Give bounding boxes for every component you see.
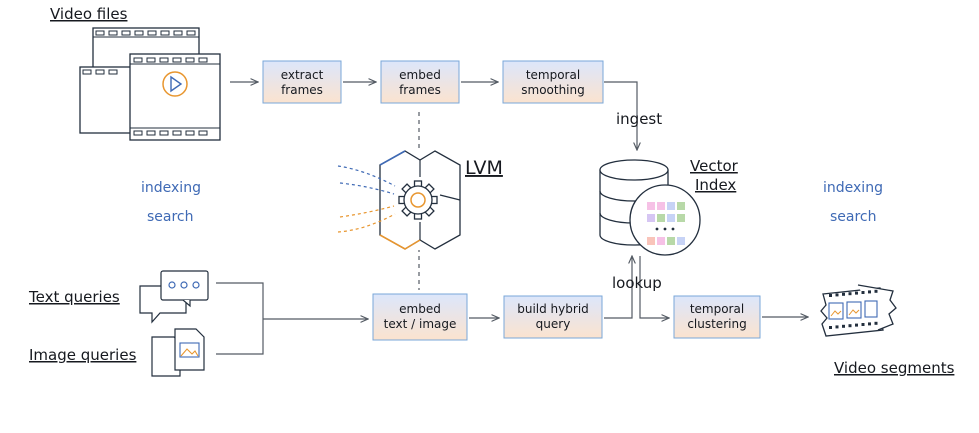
label-vector-index-line1: Vector xyxy=(690,157,739,175)
label-indexing-left: indexing xyxy=(141,180,201,196)
box-embed-frames-line1: embed xyxy=(399,68,441,82)
hexagon-gear-icon xyxy=(379,150,461,250)
box-extract-frames: extract frames xyxy=(262,60,342,104)
box-embed-text-image-line1: embed xyxy=(399,302,441,316)
box-build-hybrid-query-line1: build hybrid xyxy=(517,302,589,316)
box-extract-frames-line2: frames xyxy=(281,83,323,97)
label-video-files: Video files xyxy=(50,5,128,23)
arrow-smoothing-to-index xyxy=(604,81,637,150)
box-extract-frames-line1: extract xyxy=(281,68,324,82)
box-temporal-smoothing-line2: smoothing xyxy=(521,83,585,97)
box-embed-frames: embed frames xyxy=(380,60,460,104)
box-embed-text-image-line2: text / image xyxy=(384,317,457,331)
arrow-index-to-clustering xyxy=(639,256,669,318)
box-build-hybrid-query-line2: query xyxy=(536,317,571,331)
label-video-segments: Video segments xyxy=(834,359,955,377)
box-build-hybrid-query: build hybrid query xyxy=(503,295,603,339)
box-embed-frames-line2: frames xyxy=(399,83,441,97)
image-document-icon xyxy=(151,328,205,377)
box-embed-text-image: embed text / image xyxy=(372,293,468,341)
label-text-queries: Text queries xyxy=(28,288,120,306)
label-lvm: LVM xyxy=(465,157,503,179)
label-ingest: ingest xyxy=(616,110,662,128)
arrow-hybrid-to-index xyxy=(604,256,632,319)
label-indexing-right: indexing xyxy=(823,180,883,196)
database-icon xyxy=(599,159,701,256)
box-temporal-clustering: temporal clustering xyxy=(673,295,761,339)
film-stack-icon xyxy=(79,27,221,141)
input-rays xyxy=(337,165,396,233)
chat-bubbles-icon xyxy=(139,270,209,324)
film-strip-icon xyxy=(820,284,897,337)
label-image-queries: Image queries xyxy=(29,346,137,364)
box-temporal-smoothing: temporal smoothing xyxy=(502,60,604,104)
label-vector-index-line2: Index xyxy=(695,176,736,194)
merge-bracket xyxy=(216,282,264,355)
label-search-right: search xyxy=(830,209,877,225)
box-temporal-clustering-line2: clustering xyxy=(687,317,746,331)
label-lookup: lookup xyxy=(612,274,662,292)
box-temporal-smoothing-line1: temporal xyxy=(526,68,580,82)
label-search-left: search xyxy=(147,209,194,225)
box-temporal-clustering-line1: temporal xyxy=(690,302,744,316)
